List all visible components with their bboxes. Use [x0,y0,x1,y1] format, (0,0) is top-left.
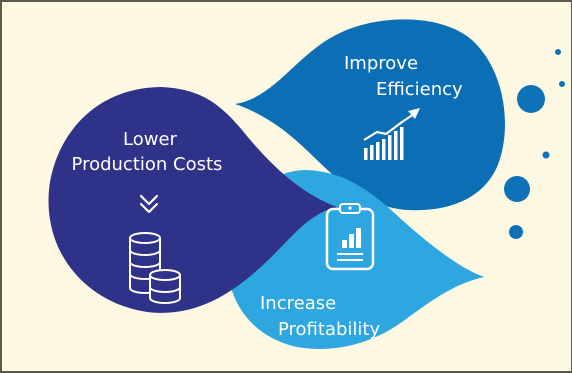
double-chevron-down-icon [139,194,159,214]
decorative-dot [555,49,561,55]
decorative-dot [559,81,565,87]
decorative-dot [542,151,550,159]
increase-profitability-line2: Profitability [278,319,380,340]
lower-costs-drop [48,87,337,313]
growth-bar-chart-icon [363,108,420,160]
decorative-dot [517,85,545,113]
improve-efficiency-line2: Efficiency [376,79,463,100]
coin-stack-icon [129,232,181,304]
improve-efficiency-drop [235,19,505,211]
lower-costs-line2: Production Costs [72,154,223,175]
improve-efficiency-line1: Improve [344,53,418,74]
lower-costs-line1: Lower [123,129,178,150]
increase-profitability-line1: Increase [260,293,336,314]
decorative-dot [504,176,530,202]
clipboard-report-icon [325,203,375,271]
decorative-dot [509,225,523,239]
